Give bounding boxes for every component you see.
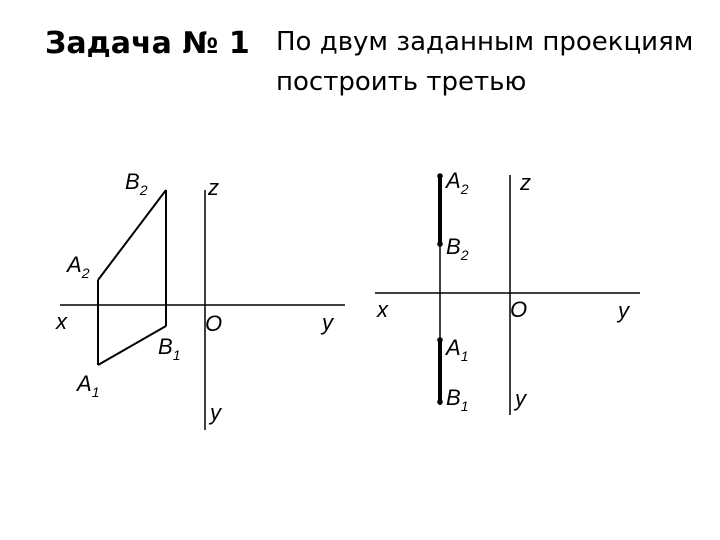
right-label-b1: B1 — [446, 385, 468, 414]
task-description-line-2: построить третью — [276, 67, 527, 97]
left-segment-a1-b1 — [97, 325, 167, 366]
right-label-y-vertical: y — [513, 386, 528, 411]
left-label-b2: B2 — [125, 169, 148, 198]
task-description-line-1: По двум заданным проекциям — [276, 27, 694, 57]
right-point-a1 — [437, 337, 443, 343]
left-segment-a2-b2 — [97, 189, 167, 281]
left-label-x: x — [55, 309, 68, 334]
right-point-b1 — [437, 399, 443, 405]
left-label-a1: A1 — [75, 371, 99, 400]
task-description: По двум заданным проекциям построить тре… — [276, 22, 716, 102]
right-label-x: x — [376, 297, 389, 322]
left-diagram: B2 A2 A1 B1 x y z y O — [55, 169, 345, 430]
right-label-y-horizontal: y — [616, 298, 631, 323]
right-label-a1: A1 — [444, 335, 468, 364]
left-label-b1: B1 — [158, 334, 180, 363]
task-title: Задача № 1 — [45, 26, 250, 61]
left-label-origin: O — [205, 311, 222, 336]
right-diagram: A2 B2 A1 B1 x y z y O — [375, 168, 640, 415]
left-label-a2: A2 — [65, 252, 90, 281]
left-label-z: z — [207, 175, 219, 200]
right-point-b2 — [437, 241, 443, 247]
right-point-a2 — [437, 173, 443, 179]
left-label-y-vertical: y — [208, 400, 223, 425]
left-label-y-horizontal: y — [320, 310, 335, 335]
right-label-a2: A2 — [444, 168, 469, 197]
right-label-z: z — [519, 170, 531, 195]
right-label-origin: O — [510, 297, 527, 322]
right-label-b2: B2 — [446, 234, 469, 263]
